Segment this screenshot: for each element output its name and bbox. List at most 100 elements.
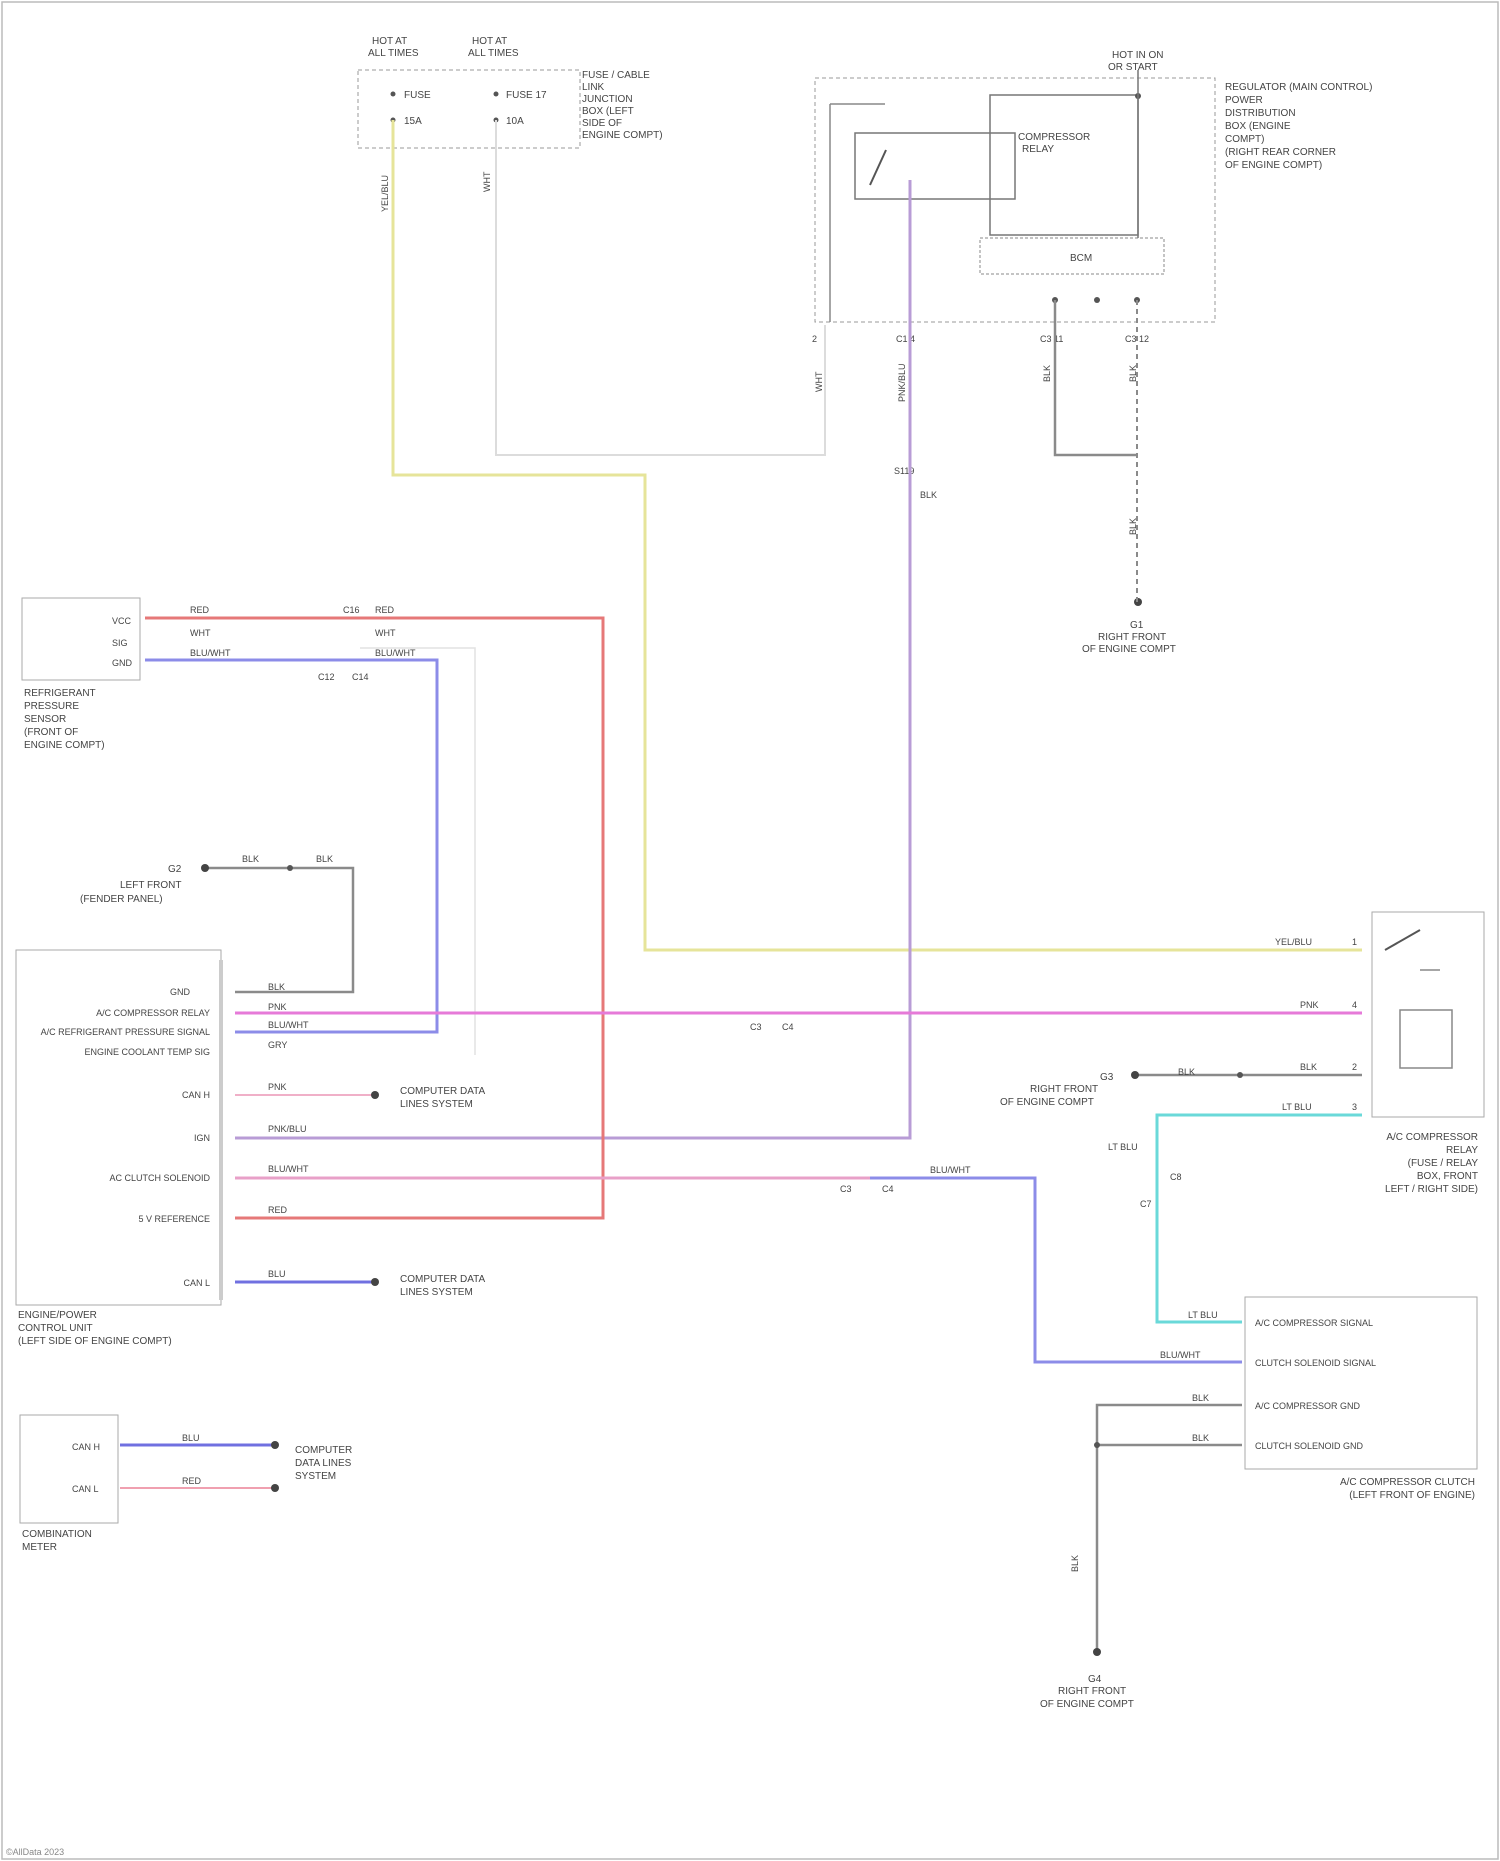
- ecu-wire-ign: PNK/BLU: [268, 1124, 307, 1134]
- relay-box-desc-6: (RIGHT REAR CORNER: [1225, 147, 1336, 158]
- ground-g4-desc-1: RIGHT FRONT: [1058, 1686, 1126, 1697]
- fuse-2-label: FUSE 17: [506, 90, 547, 101]
- relay-label-2: RELAY: [1022, 144, 1054, 155]
- clutch-pin-1: A/C COMPRESSOR SIGNAL: [1255, 1318, 1373, 1328]
- sensor-pin-sig: SIG: [112, 638, 128, 648]
- sensor-conn-c16: C16: [343, 605, 360, 615]
- relay-box-desc-3: DISTRIBUTION: [1225, 108, 1296, 119]
- relay-pin-left: 2: [812, 334, 817, 344]
- ground-g4: G4 RIGHT FRONT OF ENGINE COMPT: [1040, 1648, 1134, 1710]
- ac-relay-desc-3: (FUSE / RELAY: [1408, 1158, 1479, 1169]
- ecu-pin-clutch: AC CLUTCH SOLENOID: [109, 1173, 210, 1183]
- ground-g1-desc-2: OF ENGINE COMPT: [1082, 644, 1176, 655]
- sensor-pin-gnd: GND: [112, 658, 133, 668]
- clutch-wire-2: BLU/WHT: [1160, 1350, 1201, 1360]
- clutch-gnd-splice: [1094, 1442, 1100, 1448]
- ecu-pin-5v: 5 V REFERENCE: [138, 1214, 210, 1224]
- relay-wire-blk: BLK: [1300, 1062, 1317, 1072]
- wire-shield: [360, 648, 475, 1055]
- ecu-wire-gry: GRY: [268, 1040, 287, 1050]
- ground-g4-desc-2: OF ENGINE COMPT: [1040, 1699, 1134, 1710]
- clutch-gnd-wire: BLK: [1070, 1555, 1080, 1572]
- ground-g3-id: G3: [1100, 1072, 1114, 1083]
- sensor-wire-wht-2: WHT: [375, 628, 396, 638]
- ground-g1: G1 RIGHT FRONT OF ENGINE COMPT: [1082, 598, 1176, 655]
- relay-switch-contact: [870, 150, 886, 185]
- relay-wire-r1: BLK: [1042, 365, 1052, 382]
- ecu-pin-pressure: A/C REFRIGERANT PRESSURE SIGNAL: [41, 1027, 210, 1037]
- g2-wire-1: BLK: [242, 854, 259, 864]
- relay-coil-frame: [990, 95, 1138, 235]
- relay-wire-ltblu: LT BLU: [1282, 1102, 1312, 1112]
- relay-box-desc-1: REGULATOR (MAIN CONTROL): [1225, 82, 1372, 93]
- ground-g4-symbol: [1093, 1648, 1101, 1656]
- meter-dest-1: COMPUTER: [295, 1445, 352, 1456]
- inline-wire-bluwht: BLU/WHT: [930, 1165, 971, 1175]
- fuse-1-label: FUSE: [404, 90, 431, 101]
- splice-s119-wire: BLK: [920, 490, 937, 500]
- ground-g3-desc-1: RIGHT FRONT: [1030, 1084, 1098, 1095]
- ecu-pin-ect: ENGINE COOLANT TEMP SIG: [84, 1047, 210, 1057]
- ground-g2-splice: [287, 865, 293, 871]
- meter-can-h-terminal: [271, 1441, 279, 1449]
- ac-relay-pin-3: 3: [1352, 1102, 1357, 1112]
- ac-relay-pin-4: 4: [1352, 1000, 1357, 1010]
- relay-box: HOT IN ON OR START REGULATOR (MAIN CONTR…: [812, 50, 1372, 535]
- relay-hot-label-1: HOT IN ON: [1112, 50, 1163, 61]
- sensor-desc-4: (FRONT OF: [24, 727, 78, 738]
- ac-relay-desc-4: BOX, FRONT: [1417, 1171, 1478, 1182]
- inline-conn-c4: C4: [782, 1022, 794, 1032]
- copyright-footer: ©AllData 2023: [6, 1847, 64, 1857]
- wire-yellow: [393, 120, 1362, 950]
- sensor-wire-red-2: RED: [375, 605, 395, 615]
- bcm-internal-splice: [1094, 297, 1100, 303]
- sensor-conn-c12: C12: [318, 672, 335, 682]
- sensor-desc-1: REFRIGERANT: [24, 688, 96, 699]
- meter-wire-blu: BLU: [182, 1433, 200, 1443]
- ecu-wire-5v: RED: [268, 1205, 288, 1215]
- splice-wire-ltblu: LT BLU: [1108, 1142, 1138, 1152]
- ground-g1-id: G1: [1130, 620, 1144, 631]
- meter-can-l-terminal: [271, 1484, 279, 1492]
- meter-pin-can-h: CAN H: [72, 1442, 100, 1452]
- fuse-terminal-3: [494, 92, 499, 97]
- ecu-can-dest-1: COMPUTER DATA: [400, 1086, 486, 1097]
- hot-label-b-1: HOT AT: [472, 36, 507, 47]
- clutch-pin-2: CLUTCH SOLENOID SIGNAL: [1255, 1358, 1376, 1368]
- ecu-can-l-terminal: [371, 1278, 379, 1286]
- wire-label-yel-blu: YEL/BLU: [380, 175, 390, 212]
- meter-dest-2: DATA LINES: [295, 1458, 352, 1469]
- hot-label-a-2: ALL TIMES: [368, 48, 419, 59]
- relay-pin-mid: C1 4: [896, 334, 915, 344]
- ac-relay-desc-1: A/C COMPRESSOR: [1386, 1132, 1478, 1143]
- meter-dest-3: SYSTEM: [295, 1471, 336, 1482]
- meter-pin-can-l: CAN L: [72, 1484, 99, 1494]
- relay-hot-label-2: OR START: [1108, 62, 1158, 73]
- sensor-wire-wht: WHT: [190, 628, 211, 638]
- ac-compressor-relay: 1 4 2 3 A/C COMPRESSOR RELAY (FUSE / REL…: [1352, 912, 1484, 1195]
- fuse-box-desc-6: ENGINE COMPT): [582, 130, 663, 141]
- ecu-wire-bluwht: BLU/WHT: [268, 1020, 309, 1030]
- relay-label-1: COMPRESSOR: [1018, 132, 1090, 143]
- clutch-pin-3: A/C COMPRESSOR GND: [1255, 1401, 1361, 1411]
- meter-body: [20, 1415, 118, 1523]
- relay-wire-yelblu: YEL/BLU: [1275, 937, 1312, 947]
- inline-conn-c3: C3: [750, 1022, 762, 1032]
- ground-g2-symbol: [201, 864, 209, 872]
- wire-red: [145, 618, 603, 1218]
- ground-g2-desc-2: (FENDER PANEL): [80, 894, 163, 905]
- ac-relay-desc-5: LEFT / RIGHT SIDE): [1385, 1184, 1478, 1195]
- sensor-pin-vcc: VCC: [112, 616, 132, 626]
- fuse-box-desc-1: FUSE / CABLE: [582, 70, 650, 81]
- ecu-can-dest-4: LINES SYSTEM: [400, 1287, 473, 1298]
- relay-wire-mid: PNK/BLU: [897, 363, 907, 402]
- relay-wire-left: WHT: [814, 371, 824, 392]
- clutch-desc-1: A/C COMPRESSOR CLUTCH: [1340, 1477, 1475, 1488]
- ecu-pin-can-l: CAN L: [183, 1278, 210, 1288]
- inline-conn-c3b: C3: [840, 1184, 852, 1194]
- hot-label-a-1: HOT AT: [372, 36, 407, 47]
- meter-desc-1: COMBINATION: [22, 1529, 92, 1540]
- wire-white: [496, 120, 825, 455]
- ecu-wire-pnk: PNK: [268, 1002, 287, 1012]
